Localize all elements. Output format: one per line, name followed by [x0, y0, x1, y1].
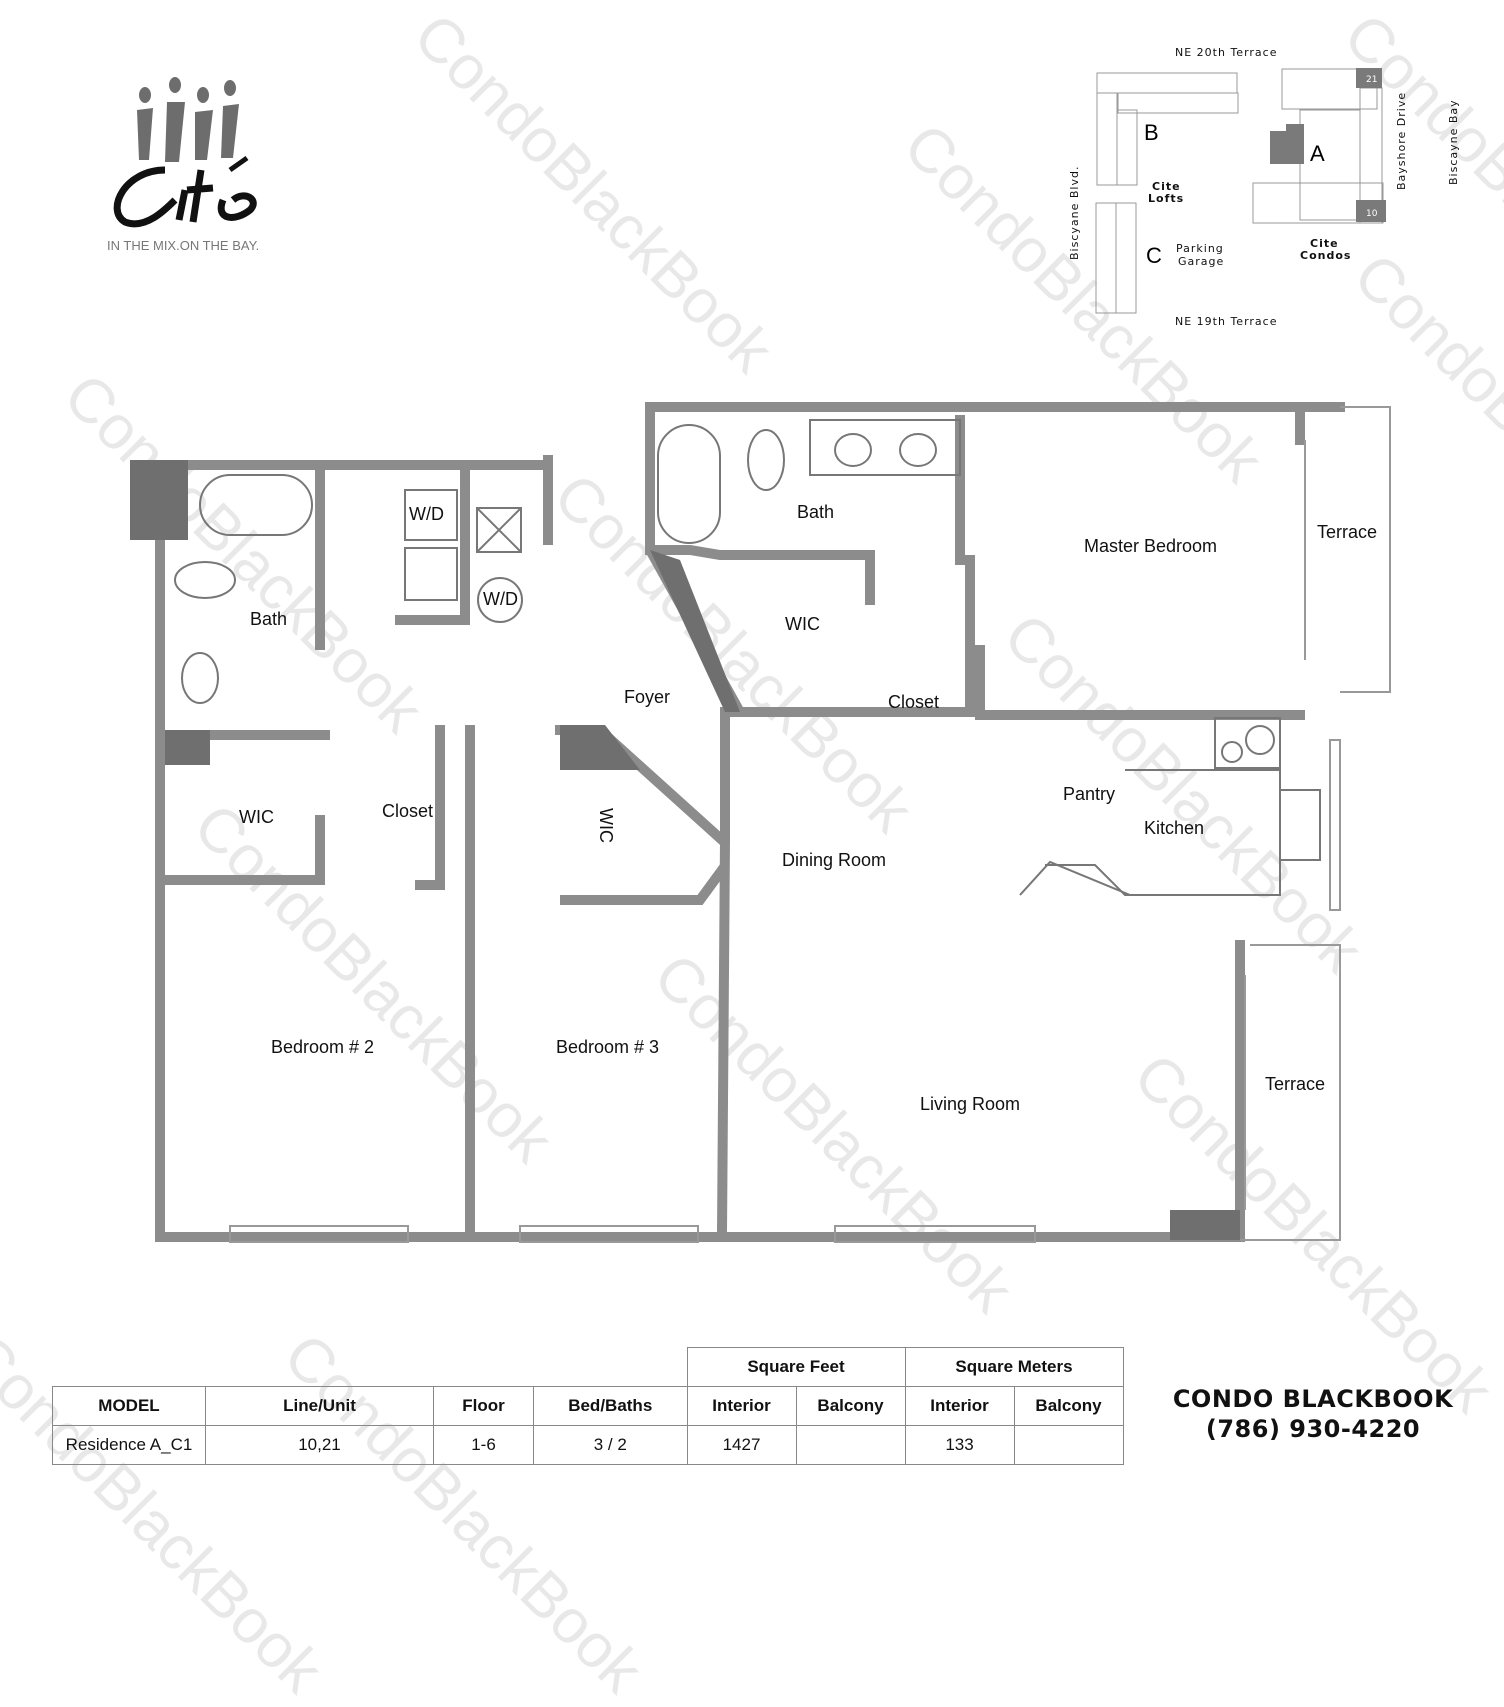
col-header: Line/Unit	[205, 1386, 434, 1426]
cell-line-unit: 10,21	[205, 1425, 434, 1465]
building-a: A	[1310, 141, 1325, 166]
bedroom-2-label: Bedroom # 2	[271, 1037, 374, 1057]
wic-label: WIC	[239, 807, 274, 827]
street-south: NE 19th Terrace	[1175, 315, 1277, 328]
floor-plan: Bath W/D W/D Bath Master Bedroom Terrace…	[130, 402, 1391, 1243]
column	[560, 725, 640, 770]
cite-condos-label: Cite	[1310, 237, 1339, 250]
spec-table: Square Feet Square Meters MODEL Line/Uni…	[52, 1347, 1124, 1465]
fixtures	[174, 419, 1321, 896]
column	[130, 460, 188, 540]
bath-label: Bath	[250, 609, 287, 629]
sqft-header: Square Feet	[686, 1347, 906, 1387]
cell-sqft-interior: 1427	[686, 1425, 797, 1465]
cite-condos-label: Condos	[1300, 249, 1351, 262]
cell-model: Residence A_C1	[52, 1425, 206, 1465]
col-header: Balcony	[795, 1386, 906, 1426]
kitchen-label: Kitchen	[1144, 818, 1204, 838]
table-row: Residence A_C1 10,21 1-6 3 / 2 1427 133	[52, 1425, 1124, 1465]
street-far-east: Biscayne Bay	[1447, 99, 1460, 185]
wic-label: WIC	[596, 808, 616, 843]
cell-sqft-balcony	[795, 1425, 906, 1465]
building-b: B	[1144, 120, 1159, 145]
col-header: Interior	[904, 1386, 1015, 1426]
building-c: C	[1146, 243, 1162, 268]
living-room-label: Living Room	[920, 1094, 1020, 1114]
bedroom-3-label: Bedroom # 3	[556, 1037, 659, 1057]
column	[1170, 1210, 1240, 1240]
unit-10: 10	[1366, 209, 1378, 219]
col-header: Interior	[686, 1386, 797, 1426]
cell-sqm-balcony	[1013, 1425, 1124, 1465]
parking-garage-label: Garage	[1178, 255, 1224, 268]
phone-number[interactable]: (786) 930-4220	[1205, 1415, 1421, 1443]
wd-label: W/D	[409, 504, 444, 524]
sqm-header: Square Meters	[904, 1347, 1124, 1387]
terrace-railings	[229, 406, 1391, 1243]
wd-label: W/D	[483, 589, 518, 609]
col-header: Balcony	[1013, 1386, 1124, 1426]
col-header: Bed/Baths	[533, 1386, 688, 1426]
cell-sqm-interior: 133	[904, 1425, 1015, 1465]
cite-logo	[113, 77, 257, 228]
brand-name-bold: BLACKBOOK	[1282, 1385, 1454, 1413]
parking-garage-label: Parking	[1176, 242, 1224, 255]
walls	[155, 402, 1345, 1242]
terrace-label: Terrace	[1317, 522, 1377, 542]
col-header: Floor	[433, 1386, 534, 1426]
cell-bed-baths: 3 / 2	[533, 1425, 688, 1465]
tagline: IN THE MIX.ON THE BAY.	[107, 238, 260, 253]
brand-name: CONDO	[1172, 1385, 1283, 1413]
street-north: NE 20th Terrace	[1175, 46, 1277, 59]
master-bedroom-label: Master Bedroom	[1084, 536, 1217, 556]
key-plan: NE 20th Terrace NE 19th Terrace Biscyane…	[1068, 46, 1460, 328]
dining-room-label: Dining Room	[782, 850, 886, 870]
bath-label: Bath	[797, 502, 834, 522]
col-header: MODEL	[52, 1386, 206, 1426]
closet-label: Closet	[382, 801, 433, 821]
condo-blackbook-contact: CONDO BLACKBOOK (786) 930-4220	[1148, 1384, 1478, 1444]
cite-lofts-label: Cite	[1152, 180, 1181, 193]
terrace-label: Terrace	[1265, 1074, 1325, 1094]
street-west: Biscyane Blvd.	[1068, 166, 1081, 260]
column	[650, 550, 740, 712]
foyer-label: Foyer	[624, 687, 670, 707]
unit-21: 21	[1366, 75, 1377, 85]
column	[165, 730, 210, 765]
cite-lofts-label: Lofts	[1148, 192, 1184, 205]
cell-floor: 1-6	[433, 1425, 534, 1465]
street-east: Bayshore Drive	[1395, 92, 1408, 190]
wic-label: WIC	[785, 614, 820, 634]
pantry-label: Pantry	[1063, 784, 1115, 804]
closet-label: Closet	[888, 692, 939, 712]
